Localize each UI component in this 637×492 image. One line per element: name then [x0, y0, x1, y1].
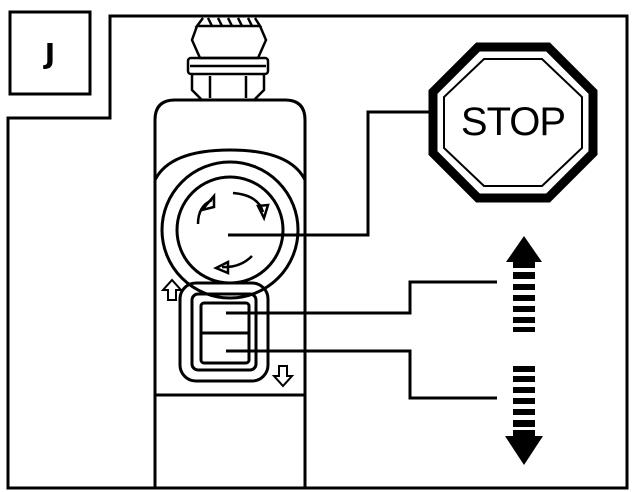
down-indicator-icon	[271, 365, 295, 388]
pendant-body	[153, 98, 307, 488]
stop-sign-text: STOP	[461, 100, 565, 144]
twist-release-arrows-icon	[196, 191, 270, 275]
cable-gland	[186, 17, 270, 102]
down-arrow-icon	[505, 366, 543, 465]
step-label-box: J	[8, 10, 92, 96]
leader-line-stop	[228, 110, 432, 237]
leader-line-up	[226, 280, 497, 315]
stop-sign-icon: STOP	[428, 42, 598, 203]
leader-line-down	[226, 349, 497, 400]
diagram-frame	[6, 14, 629, 490]
up-indicator-icon	[160, 278, 184, 301]
step-label: J	[43, 37, 55, 70]
emergency-stop-button[interactable]	[153, 148, 307, 300]
up-arrow-icon	[506, 236, 542, 332]
rocker-switch[interactable]	[178, 281, 270, 383]
